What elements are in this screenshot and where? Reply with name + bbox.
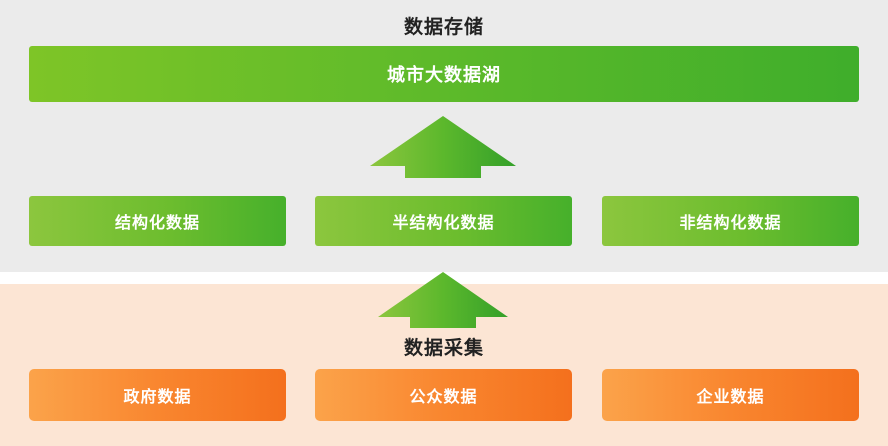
storage-section-title: 数据存储 (403, 17, 484, 38)
government-data-bar[interactable]: 政府数据 (29, 369, 286, 421)
unstructured-data-bar[interactable]: 非结构化数据 (602, 196, 859, 246)
enterprise-data-bar[interactable]: 企业数据 (602, 369, 859, 421)
collection-section-title: 数据采集 (403, 338, 484, 359)
arrow-up-icon-to-data-types (378, 272, 508, 328)
public-data-bar[interactable]: 公众数据 (315, 369, 572, 421)
arrow-up-icon-to-lake (370, 116, 516, 178)
city-big-data-lake-bar[interactable]: 城市大数据湖 (29, 46, 859, 102)
semi-structured-data-bar[interactable]: 半结构化数据 (315, 196, 572, 246)
structured-data-bar[interactable]: 结构化数据 (29, 196, 286, 246)
